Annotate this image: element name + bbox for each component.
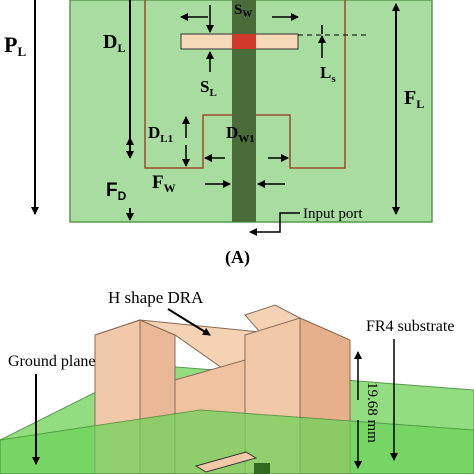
fw-label: FW bbox=[152, 172, 176, 195]
caption-a: (A) bbox=[225, 247, 250, 268]
microstrip-feedline-lower bbox=[232, 49, 256, 222]
dw1-label: DW1 bbox=[226, 123, 255, 145]
top-view: PL DL FD SW SL Ls FL DL1 DW1 bbox=[4, 0, 433, 268]
dra-label-arrow bbox=[167, 308, 211, 336]
port-3d bbox=[254, 463, 270, 474]
feedline-3d bbox=[194, 451, 258, 473]
sl-label: SL bbox=[200, 77, 217, 99]
input-port-label: Input port bbox=[303, 206, 363, 222]
dl-label: DL bbox=[103, 31, 125, 55]
input-port-pointer bbox=[249, 212, 300, 236]
height-label: 19.68 mm bbox=[364, 382, 380, 443]
microstrip-feedline bbox=[232, 0, 256, 34]
fd-label: FD bbox=[106, 180, 127, 203]
sw-label: SW bbox=[234, 2, 252, 20]
substrate-label: FR4 substrate bbox=[366, 318, 454, 335]
fl-label: FL bbox=[404, 87, 424, 111]
pl-label: PL bbox=[4, 32, 26, 59]
ground-plane-label: Ground plane bbox=[8, 353, 96, 370]
slot-feed-overlap bbox=[232, 34, 256, 49]
view-3d: H shape DRA FR4 substrate Ground plane 1… bbox=[0, 288, 474, 474]
substrate-3d-front bbox=[0, 409, 474, 474]
dra-label: H shape DRA bbox=[108, 288, 204, 307]
ls-label: Ls bbox=[320, 63, 336, 85]
dl1-label: DL1 bbox=[148, 123, 173, 145]
